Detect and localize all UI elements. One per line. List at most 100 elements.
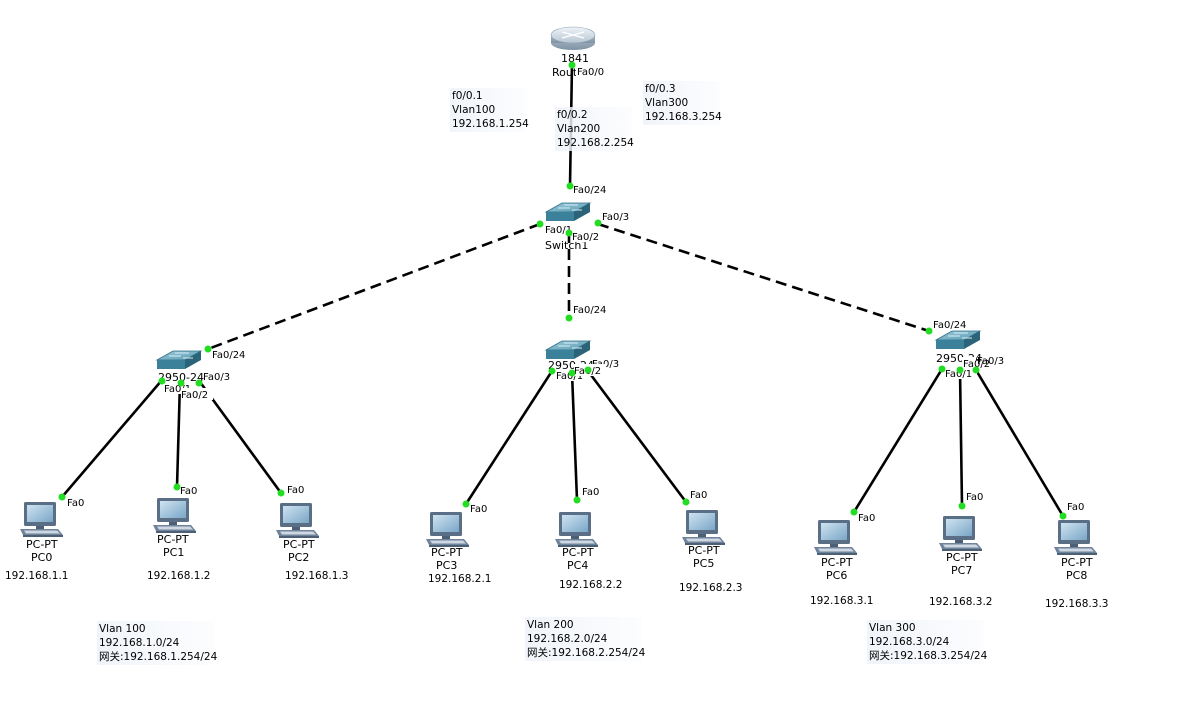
pc7-port-label: Fa0 <box>966 492 983 503</box>
pc0-port-label: Fa0 <box>67 498 84 509</box>
pc1-ip-label: 192.168.1.2 <box>147 570 210 582</box>
pc5-name-label: PC5 <box>693 557 714 570</box>
sw-mid-dot-fa0-24 <box>565 314 573 322</box>
pc4-name-label: PC4 <box>567 559 588 572</box>
pc6-ip-label: 192.168.3.1 <box>810 595 873 607</box>
router-port-dot <box>568 61 576 69</box>
pc1[interactable]: Fa0 PC-PT PC1 192.168.1.2 <box>147 483 210 583</box>
link-pc8 <box>974 369 1065 517</box>
switch1-name-label: Switch1 <box>545 239 588 252</box>
pc5-port-dot <box>682 498 690 506</box>
pc7-type-label: PC-PT <box>946 551 978 564</box>
sw-right-port-fa0-1: Fa0/1 <box>945 369 972 380</box>
link-switch1-sw-left <box>207 222 541 351</box>
pc4-port-label: Fa0 <box>582 487 599 498</box>
pc3[interactable]: Fa0 PC-PT PC3 192.168.2.1 <box>426 500 491 586</box>
vlan-100-subnet: 192.168.1.0/24 <box>99 637 180 649</box>
pc6[interactable]: Fa0 PC-PT PC6 192.168.3.1 <box>810 508 875 608</box>
pc6-type-label: PC-PT <box>821 556 853 569</box>
pc6-port-label: Fa0 <box>858 513 875 524</box>
sw-right-port-fa0-24: Fa0/24 <box>933 320 966 331</box>
sw-mid-dot-fa0-3 <box>584 366 592 374</box>
pc1-type-label: PC-PT <box>157 533 189 546</box>
sw-right-dot-fa0-3 <box>972 366 980 374</box>
vlan-100-name: Vlan 100 <box>99 623 146 635</box>
subif-1-ip: 192.168.1.254 <box>452 118 529 130</box>
pc8-port-dot <box>1059 512 1067 520</box>
switch1-dot-fa0-24 <box>566 182 574 190</box>
subif-2-vlan: Vlan200 <box>557 123 601 135</box>
link-pc1 <box>175 381 182 488</box>
pc7-port-dot <box>958 502 966 510</box>
switch1-port-fa0-24: Fa0/24 <box>573 185 606 196</box>
pc8[interactable]: Fa0 PC-PT PC8 192.168.3.3 <box>1045 502 1108 610</box>
access-switch-left[interactable]: 2950-24 Fa0/24 Fa0/3 Fa0/1 Fa0/2 <box>156 345 245 402</box>
subif-2-ip: 192.168.2.254 <box>557 137 634 149</box>
access-switch-middle[interactable]: 2950-24 Fa0/24 Fa0/3 Fa0/1 Fa0/2 <box>545 305 619 382</box>
sw-mid-dot-fa0-2 <box>568 369 576 377</box>
pc2-type-label: PC-PT <box>283 538 315 551</box>
switch1-port-fa0-1: Fa0/1 <box>545 225 572 236</box>
vlan-note-300[interactable]: Vlan 300 192.168.3.0/24 网关:192.168.3.254/2… <box>867 620 988 664</box>
pc4-port-dot <box>573 496 581 504</box>
pc6-name-label: PC6 <box>826 569 847 582</box>
pc4[interactable]: Fa0 PC-PT PC4 192.168.2.2 <box>555 487 622 591</box>
pc2[interactable]: Fa0 PC-PT PC2 192.168.1.3 <box>276 485 348 582</box>
pc0[interactable]: Fa0 PC-PT PC0 192.168.1.1 <box>5 493 84 583</box>
pc0-port-dot <box>58 493 66 501</box>
vlan-300-gateway: 网关:192.168.3.254/24 <box>869 650 988 662</box>
sw-right-port-fa0-3: Fa0/3 <box>977 356 1004 367</box>
pc5-ip-label: 192.168.2.3 <box>679 582 742 594</box>
switch1[interactable]: Switch1 Fa0/24 Fa0/1 Fa0/2 Fa0/3 <box>536 182 630 253</box>
pc2-name-label: PC2 <box>288 551 309 564</box>
subif-3-vlan: Vlan300 <box>645 97 689 109</box>
pc0-ip-label: 192.168.1.1 <box>5 570 68 582</box>
link-pc4 <box>570 372 579 501</box>
pc7-ip-label: 192.168.3.2 <box>929 596 992 608</box>
pc6-port-dot <box>850 508 858 516</box>
link-pc7 <box>958 369 964 507</box>
sw-right-port-fa0-2: Fa0/2 <box>963 359 990 370</box>
sw-left-port-fa0-3: Fa0/3 <box>203 372 230 383</box>
sw-right-dot-fa0-1 <box>938 365 946 373</box>
vlan-200-gateway: 网关:192.168.2.254/24 <box>527 647 646 659</box>
pc7[interactable]: Fa0 PC-PT PC7 192.168.3.2 <box>929 492 992 608</box>
sw-left-port-fa0-24: Fa0/24 <box>212 350 245 361</box>
switch1-port-fa0-3: Fa0/3 <box>602 212 629 223</box>
pc4-ip-label: 192.168.2.2 <box>559 579 622 591</box>
link-pc2 <box>198 381 283 494</box>
pc4-type-label: PC-PT <box>562 546 594 559</box>
switch1-dot-fa0-2 <box>565 229 573 237</box>
router-port-label: Fa0/0 <box>577 67 604 78</box>
links <box>61 63 1065 517</box>
access-switch-right[interactable]: 2950-24 Fa0/24 Fa0/3 Fa0/1 Fa0/2 <box>925 320 1005 380</box>
pc5[interactable]: Fa0 PC-PT PC5 192.168.2.3 <box>679 490 742 594</box>
sw-mid-port-fa0-24: Fa0/24 <box>573 305 606 316</box>
subif-3-ip: 192.168.3.254 <box>645 111 722 123</box>
sw-left-model-label: 2950-24 <box>158 371 204 384</box>
subif-1-vlan: Vlan100 <box>452 104 496 116</box>
vlan-300-subnet: 192.168.3.0/24 <box>869 636 950 648</box>
subif-2-name: f0/0.2 <box>557 109 588 121</box>
pc1-port-label: Fa0 <box>180 486 197 497</box>
vlan-300-name: Vlan 300 <box>869 622 916 634</box>
link-pc0 <box>61 379 163 498</box>
router-1841[interactable]: 1841 Router0 Fa0/0 <box>550 26 606 79</box>
pc5-type-label: PC-PT <box>688 544 720 557</box>
sw-left-dot-fa0-3 <box>195 379 203 387</box>
pc0-name-label: PC0 <box>31 551 52 564</box>
sw-mid-dot-fa0-1 <box>548 367 556 375</box>
link-pc5 <box>586 370 688 503</box>
vlan-200-name: Vlan 200 <box>527 619 574 631</box>
subif-1-name: f0/0.1 <box>452 90 483 102</box>
pc3-port-dot <box>462 500 470 508</box>
sw-mid-port-fa0-1: Fa0/1 <box>556 371 583 382</box>
pc3-type-label: PC-PT <box>431 546 463 559</box>
